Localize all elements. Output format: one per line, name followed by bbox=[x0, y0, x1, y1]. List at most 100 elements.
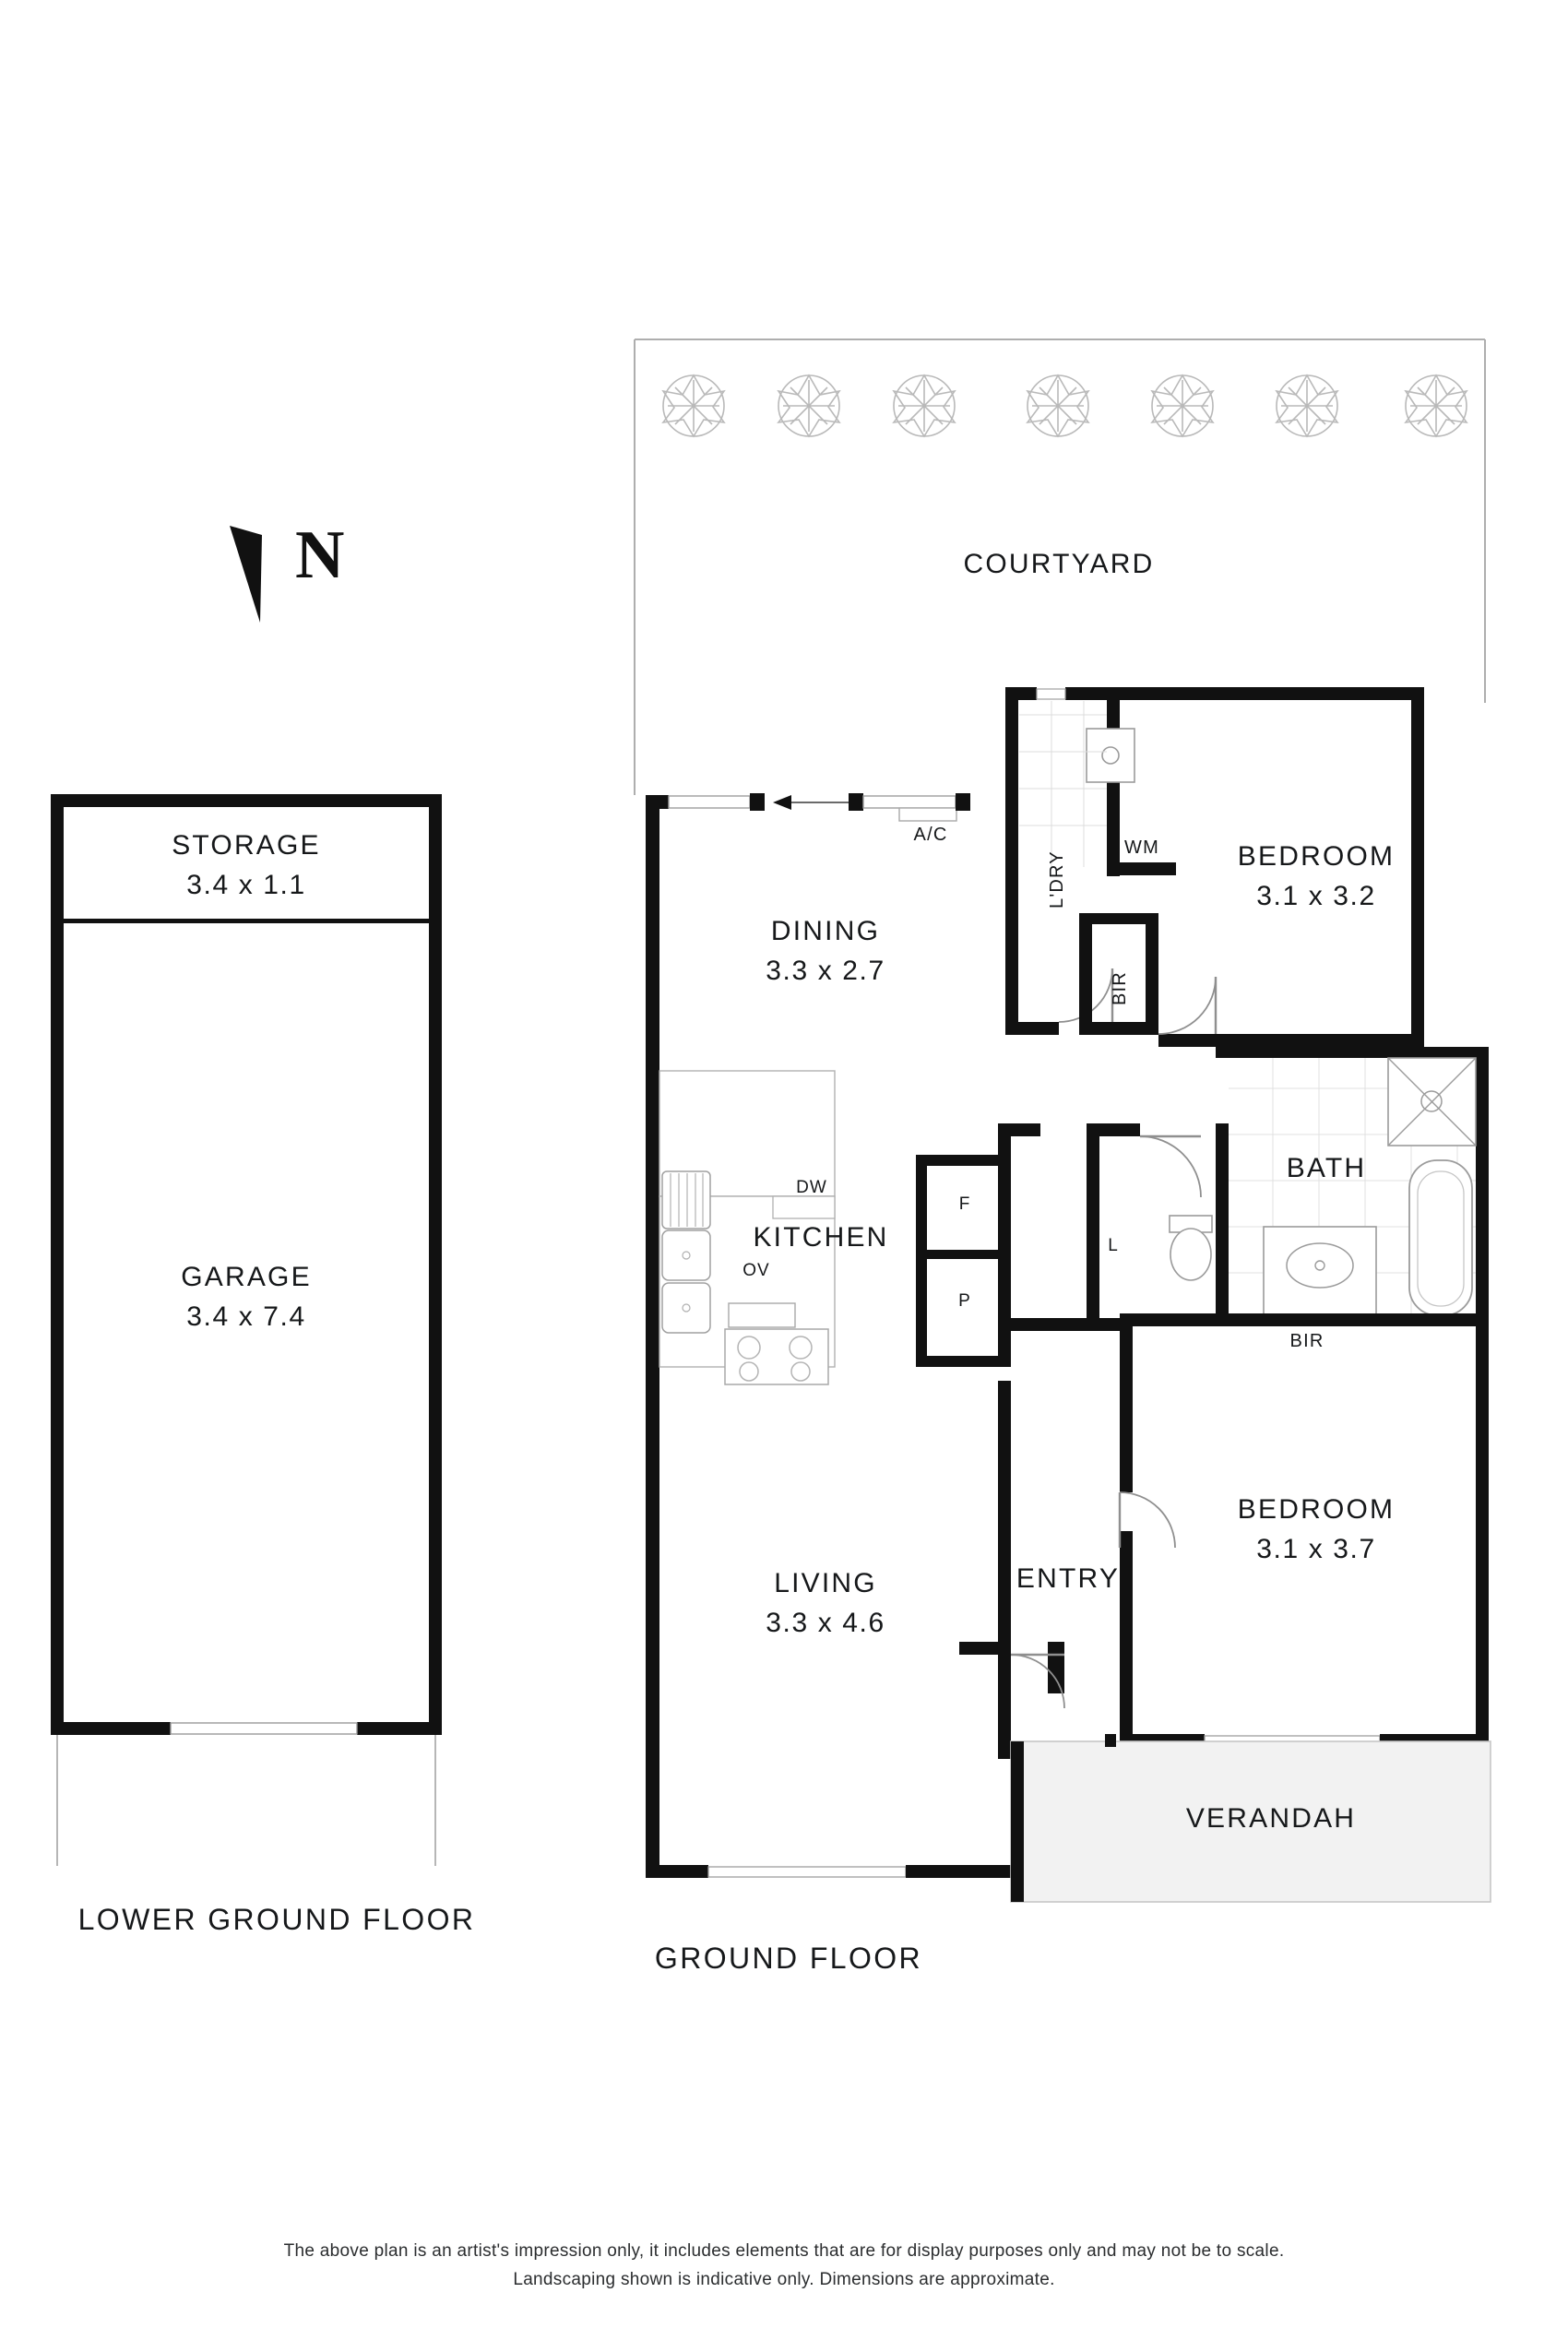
bedroom2-wall-right bbox=[1476, 1326, 1489, 1741]
living-wall-bottom-right bbox=[906, 1865, 1011, 1878]
north-arrow-icon bbox=[230, 526, 262, 623]
annotation-pantry: P bbox=[958, 1291, 971, 1311]
kitchen-sink-icon bbox=[661, 1170, 711, 1229]
floor-title-lower-ground: LOWER GROUND FLOOR bbox=[77, 1903, 476, 1936]
bathtub-inner bbox=[1417, 1170, 1465, 1307]
bedroom1-wall-top bbox=[1120, 687, 1424, 700]
laundry-tub-icon bbox=[1086, 728, 1135, 783]
kitchen-sink-basin-1 bbox=[661, 1229, 711, 1281]
lgf-wall-bottom-left bbox=[51, 1722, 171, 1735]
bedroom1-door-swing bbox=[1158, 976, 1217, 1035]
annotation-dw: DW bbox=[796, 1178, 827, 1197]
lgf-wall-bottom-right bbox=[357, 1722, 442, 1735]
bir1-wall-left bbox=[1079, 913, 1092, 1033]
room-label-courtyard: COURTYARD bbox=[963, 549, 1155, 579]
annotation-ov: OV bbox=[742, 1261, 770, 1280]
room-dim-living: 3.3 x 4.6 bbox=[766, 1608, 885, 1638]
hall-wall-left-top bbox=[998, 1123, 1040, 1136]
fridge-pantry-divider bbox=[916, 1250, 1011, 1259]
laundry-wall-top bbox=[1005, 687, 1037, 700]
wm-wall bbox=[1107, 862, 1176, 875]
laundry-tub-drain-icon bbox=[1101, 746, 1120, 765]
bir1-wall-right bbox=[1146, 913, 1158, 1033]
annotation-linen: L bbox=[1108, 1236, 1119, 1255]
basin-drain-icon bbox=[1314, 1260, 1325, 1271]
annotation-wm: WM bbox=[1124, 837, 1159, 858]
lgf-divider-storage-garage bbox=[64, 919, 429, 923]
living-wall-bottom-left bbox=[646, 1865, 708, 1878]
fridge-niche-wall-right bbox=[998, 1155, 1011, 1367]
basin-icon bbox=[1286, 1242, 1354, 1289]
bedroom2-wall-left bbox=[1120, 1326, 1133, 1492]
bedroom2-wall-left-2 bbox=[1120, 1531, 1133, 1762]
gf-wall-north-dining-stub bbox=[646, 795, 669, 809]
annotation-bir-1: BIR bbox=[1110, 971, 1130, 1005]
verandah-post-1 bbox=[1105, 1734, 1116, 1747]
fridge-niche-wall-top bbox=[916, 1155, 1011, 1166]
bath-wall-top bbox=[1216, 1047, 1489, 1058]
verandah-wall-left bbox=[1011, 1741, 1024, 1902]
room-label-bath: BATH bbox=[1286, 1153, 1367, 1183]
ac-unit-icon bbox=[898, 807, 957, 822]
oven-icon bbox=[728, 1302, 796, 1328]
kitchen-sink-drain-2 bbox=[682, 1303, 691, 1313]
bir1-wall-bottom bbox=[1079, 1022, 1158, 1035]
room-label-verandah: VERANDAH bbox=[1185, 1803, 1357, 1834]
linen-wall-open-left bbox=[1087, 1123, 1140, 1136]
laundry-wall-bottom bbox=[1005, 1022, 1059, 1035]
kitchen-dw-icon bbox=[772, 1195, 836, 1219]
bedroom1-wall-right bbox=[1411, 687, 1424, 1047]
hall-wall-bottom bbox=[998, 1318, 1120, 1331]
bir1-wall-top bbox=[1079, 913, 1158, 924]
disclaimer-line-2: Landscaping shown is indicative only. Di… bbox=[513, 2270, 1055, 2289]
gf-window-dining-1 bbox=[668, 795, 751, 809]
fridge-niche-wall-bottom bbox=[916, 1356, 1011, 1367]
laundry-tile-hatch bbox=[1019, 701, 1107, 867]
lgf-wall-top bbox=[51, 794, 442, 807]
bath-door-swing bbox=[1139, 1135, 1202, 1198]
shower-drain-icon bbox=[1420, 1090, 1443, 1112]
room-label-living: LIVING bbox=[774, 1568, 877, 1598]
room-label-storage: STORAGE bbox=[172, 830, 321, 861]
landscaping-hedge-icon bbox=[661, 374, 1468, 438]
room-label-kitchen: KITCHEN bbox=[753, 1222, 889, 1253]
gf-wall-kitchen-living bbox=[646, 1374, 659, 1385]
compass-north-label: N bbox=[295, 517, 345, 593]
annotation-bir-2: BIR bbox=[1289, 1331, 1324, 1351]
gf-window-dining-2 bbox=[862, 795, 956, 809]
living-window bbox=[707, 1866, 907, 1878]
entry-door-frame bbox=[1048, 1642, 1064, 1693]
room-dim-storage: 3.4 x 1.1 bbox=[186, 870, 306, 900]
room-dim-bedroom-2: 3.1 x 3.7 bbox=[1256, 1534, 1376, 1564]
lgf-wall-right bbox=[429, 794, 442, 1735]
disclaimer-line-1: The above plan is an artist's impression… bbox=[283, 2241, 1285, 2261]
room-label-entry: ENTRY bbox=[1016, 1563, 1121, 1594]
kitchen-sink-grooves bbox=[670, 1173, 704, 1227]
room-label-bedroom-1: BEDROOM bbox=[1237, 841, 1396, 872]
kitchen-sink-drain-1 bbox=[682, 1251, 691, 1260]
annotation-fridge: F bbox=[958, 1194, 971, 1214]
gf-wall-mullion-3 bbox=[956, 793, 970, 811]
cooktop-burners-icon bbox=[737, 1336, 813, 1382]
bath-wall-inner-vert bbox=[1216, 1123, 1229, 1326]
gf-wall-mullion-1 bbox=[750, 793, 765, 811]
room-dim-bedroom-1: 3.1 x 3.2 bbox=[1256, 881, 1376, 911]
slider-arrow-icon bbox=[773, 795, 791, 810]
bath-wall-right bbox=[1476, 1047, 1489, 1333]
gf-wall-left-lower bbox=[646, 1385, 659, 1865]
laundry-door-opening bbox=[1036, 688, 1066, 700]
linen-wall-left bbox=[1087, 1123, 1099, 1326]
room-label-bedroom-2: BEDROOM bbox=[1237, 1494, 1396, 1525]
entry-wall-stub-left bbox=[959, 1642, 1011, 1655]
lgf-wall-left bbox=[51, 794, 64, 1735]
gf-wall-left-upper bbox=[646, 795, 659, 1385]
room-dim-dining: 3.3 x 2.7 bbox=[766, 956, 885, 986]
garage-door-opening bbox=[170, 1722, 358, 1735]
shower-diag-2 bbox=[1387, 1057, 1477, 1146]
verandah-slab bbox=[1010, 1740, 1491, 1903]
annotation-laundry: L'DRY bbox=[1047, 850, 1067, 909]
bir2-wall-top bbox=[1120, 1313, 1489, 1326]
floor-title-ground: GROUND FLOOR bbox=[654, 1942, 923, 1975]
